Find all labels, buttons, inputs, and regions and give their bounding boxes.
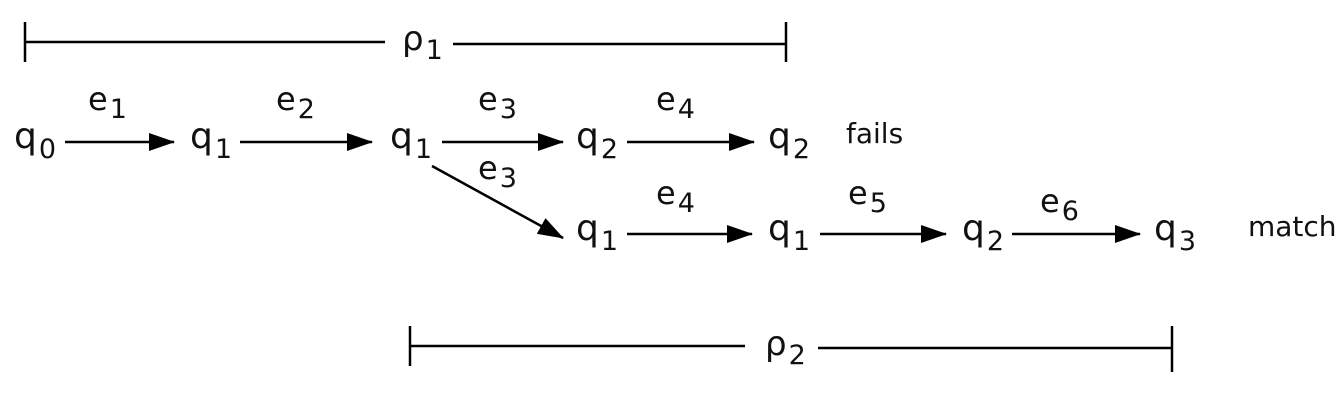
state-q1-a: q1 [190,116,232,165]
edge-label-e4-lower: e4 [656,174,695,219]
edge-label-e6: e6 [1040,182,1079,227]
state-q2-c: q2 [962,208,1004,257]
edge-label-e5: e5 [848,174,887,219]
edge-label-e1: e1 [88,80,127,125]
edge-label-e4-upper: e4 [656,80,695,125]
state-q2-b: q2 [768,116,810,165]
transition-arrow-e3-branch [431,164,564,240]
state-q3: q3 [1154,208,1196,257]
state-q0: q0 [14,116,56,165]
state-q2-a: q2 [576,116,618,165]
outcome-fails-label: fails [846,117,903,150]
edge-labels: e1 e2 e3 e4 e3 e4 e5 e6 [88,80,1079,227]
edge-label-e3-upper: e3 [478,80,517,125]
transitions [65,133,1141,243]
state-q1-b: q1 [390,116,432,165]
run-span-rho2: ρ2 [408,324,1174,372]
outcome-match-label: match [1248,210,1336,243]
states: q0 q1 q1 q2 q2 q1 q1 q2 q3 [14,116,1196,257]
edge-label-e3-branch: e3 [478,149,517,194]
edge-label-e2: e2 [276,80,315,125]
run-label-rho1: ρ1 [402,19,443,66]
run-label-rho2: ρ2 [765,324,806,371]
state-q1-c: q1 [576,208,618,257]
run-span-rho1: ρ1 [23,19,788,66]
state-q1-d: q1 [768,208,810,257]
